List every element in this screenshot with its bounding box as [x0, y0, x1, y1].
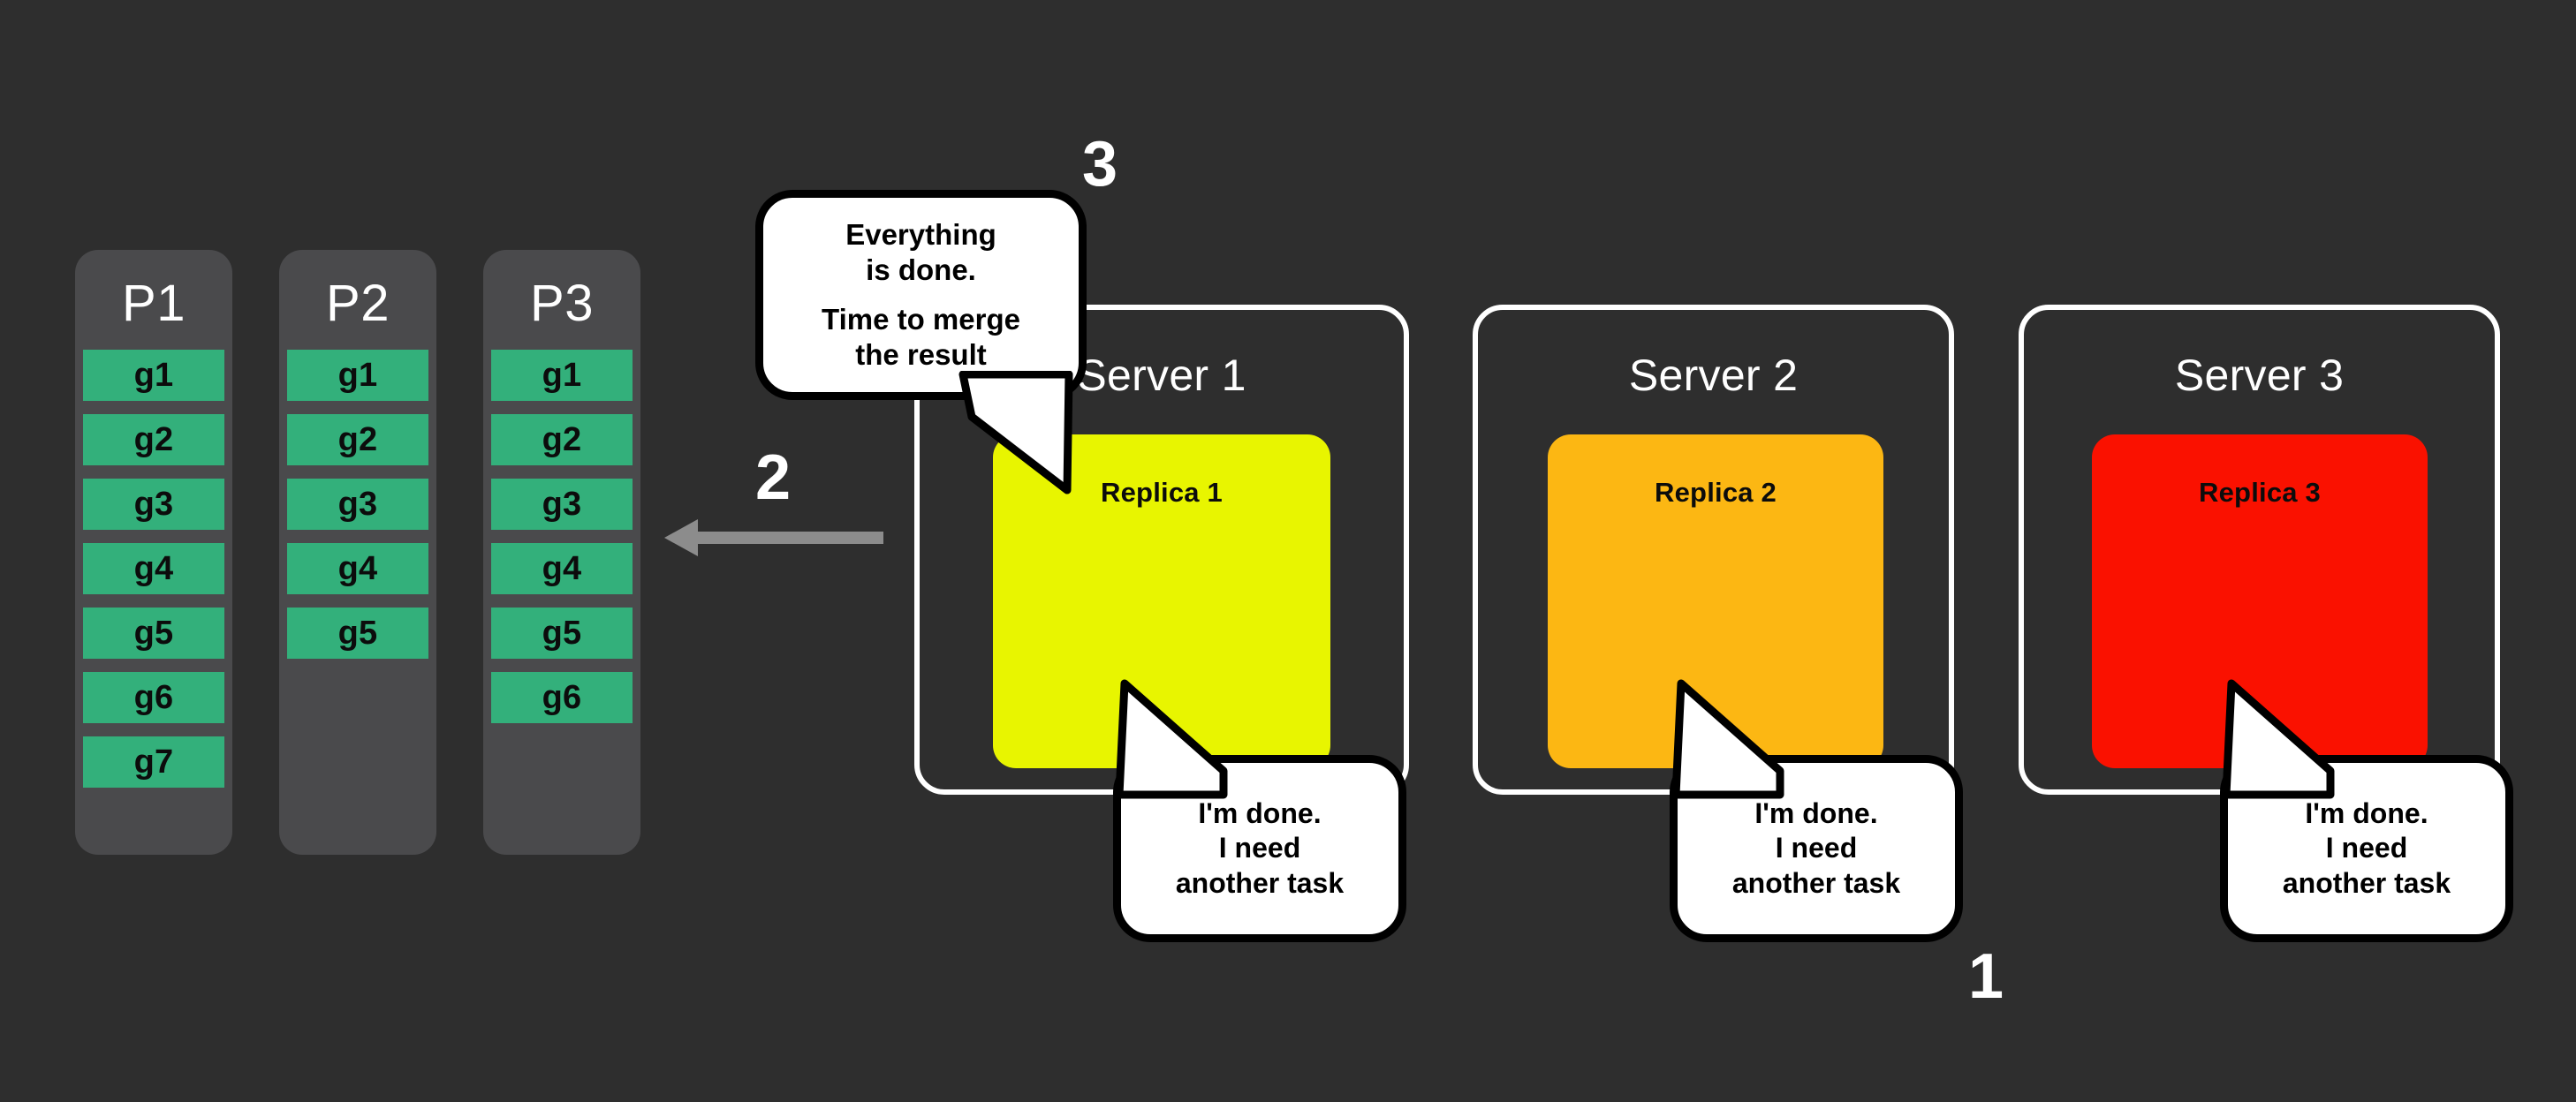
partition-block: g1: [287, 349, 428, 401]
worker-bubble-3-line-3: another task: [2282, 866, 2451, 899]
partition-blocks-p1: g1 g2 g3 g4 g5 g6 g7: [75, 349, 232, 788]
server-title-3: Server 3: [2174, 351, 2345, 400]
worker-bubble-1: I'm done. I need another task: [1113, 755, 1406, 942]
partition-column-p3: P3 g1 g2 g3 g4 g5 g6: [483, 250, 640, 855]
partition-block: g2: [491, 413, 633, 465]
merge-flow-arrow: [663, 508, 883, 570]
partition-block: g5: [491, 607, 633, 659]
partition-block: g5: [287, 607, 428, 659]
partition-block: g1: [83, 349, 224, 401]
worker-bubble-3-line-2: I need: [2325, 832, 2408, 864]
partition-block: g3: [83, 478, 224, 530]
replica-tile-3: Replica 3: [2092, 434, 2428, 768]
replica-tile-1: Replica 1: [993, 434, 1330, 768]
worker-bubble-2-line-3: another task: [1731, 866, 1901, 899]
partition-blocks-p2: g1 g2 g3 g4 g5: [279, 349, 436, 659]
partition-block: g4: [83, 542, 224, 594]
worker-bubble-3-line-1: I'm done.: [2305, 797, 2428, 830]
partition-block: g6: [491, 671, 633, 723]
worker-bubble-2-line-1: I'm done.: [1754, 797, 1878, 830]
partition-title-p3: P3: [530, 275, 594, 332]
partition-block: g2: [287, 413, 428, 465]
step-number-3: 3: [1082, 129, 1118, 200]
worker-bubble-2: I'm done. I need another task: [1670, 755, 1963, 942]
partition-block: g7: [83, 736, 224, 788]
replica-label-3: Replica 3: [2199, 477, 2321, 508]
partition-block: g5: [83, 607, 224, 659]
partition-block: g4: [491, 542, 633, 594]
partition-column-p1: P1 g1 g2 g3 g4 g5 g6 g7: [75, 250, 232, 855]
partition-block: g4: [287, 542, 428, 594]
replica-tile-2: Replica 2: [1548, 434, 1883, 768]
merge-bubble-line-3: Time to merge: [822, 303, 1020, 336]
partition-block: g3: [287, 478, 428, 530]
worker-bubble-1-line-3: another task: [1175, 866, 1345, 899]
server-title-1: Server 1: [1077, 351, 1246, 400]
merge-bubble-line-1: Everything: [845, 217, 996, 251]
partition-title-p2: P2: [326, 275, 390, 332]
partition-block: g2: [83, 413, 224, 465]
worker-bubble-1-line-1: I'm done.: [1198, 797, 1322, 830]
merge-bubble-line-4: the result: [855, 338, 987, 372]
worker-bubble-2-line-2: I need: [1775, 832, 1858, 864]
partition-column-p2: P2 g1 g2 g3 g4 g5: [279, 250, 436, 855]
worker-bubble-3: I'm done. I need another task: [2220, 755, 2513, 942]
partition-title-p1: P1: [122, 275, 186, 332]
partition-block: g6: [83, 671, 224, 723]
merge-bubble: Everything is done. Time to merge the re…: [755, 190, 1087, 400]
step-number-2: 2: [755, 442, 792, 513]
replica-label-2: Replica 2: [1655, 477, 1777, 508]
step-number-1: 1: [1968, 941, 2004, 1012]
worker-bubble-1-line-2: I need: [1218, 832, 1301, 864]
partition-block: g1: [491, 349, 633, 401]
arrow-shaft-and-head: [664, 519, 883, 556]
partition-block: g3: [491, 478, 633, 530]
replica-label-1: Replica 1: [1101, 477, 1223, 508]
merge-bubble-line-2: is done.: [866, 253, 976, 286]
partition-blocks-p3: g1 g2 g3 g4 g5 g6: [483, 349, 640, 723]
server-title-2: Server 2: [1628, 351, 1799, 400]
